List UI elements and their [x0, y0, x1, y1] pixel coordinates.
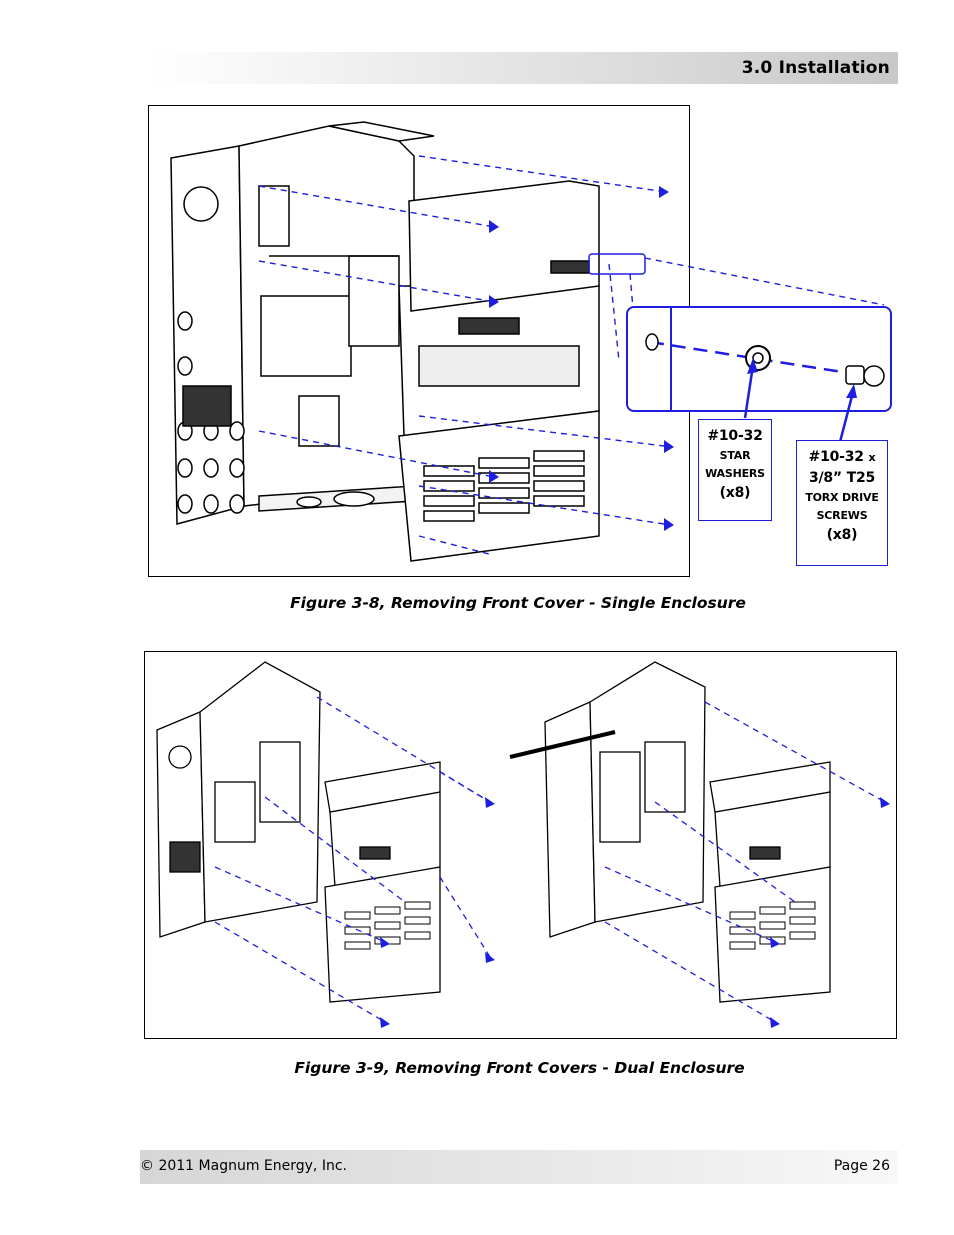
figure1-caption: Figure 3-8, Removing Front Cover - Singl…: [290, 594, 746, 612]
screw-label-line1: #10-32 x: [808, 449, 876, 465]
copyright-text: © 2011 Magnum Energy, Inc.: [140, 1158, 347, 1174]
detail-callout: [626, 306, 892, 412]
page-number: Page 26: [833, 1158, 890, 1174]
page-footer: © 2011 Magnum Energy, Inc. Page 26: [140, 1150, 898, 1184]
single-enclosure-drawing: [170, 121, 674, 562]
figure-dual-enclosure: [144, 651, 897, 1039]
star-washers-label: #10-32 Star Washers (x8): [698, 419, 772, 521]
section-title: 3.0 Installation: [741, 58, 890, 78]
figure2-caption: Figure 3-9, Removing Front Covers - Dual…: [294, 1059, 745, 1077]
torx-screws-label: #10-32 x 3/8” T25 Torx Drive Screws (x8): [796, 440, 888, 566]
screw-label-line3: Torx Drive: [805, 491, 879, 504]
screw-label-line5: (x8): [826, 527, 858, 543]
dual-enclosure-drawing: [156, 661, 890, 1028]
screw-label-line2: 3/8” T25: [808, 470, 876, 486]
washer-label-line4: (x8): [719, 485, 751, 501]
figure-single-enclosure: [148, 105, 690, 577]
hardware-detail-drawing: [645, 308, 885, 410]
screw-label-line4: Screws: [816, 509, 868, 522]
washer-label-line1: #10-32: [707, 428, 763, 444]
washer-label-line3: Washers: [705, 467, 765, 480]
section-header: 3.0 Installation: [150, 52, 898, 84]
washer-label-line2: Star: [719, 449, 751, 462]
